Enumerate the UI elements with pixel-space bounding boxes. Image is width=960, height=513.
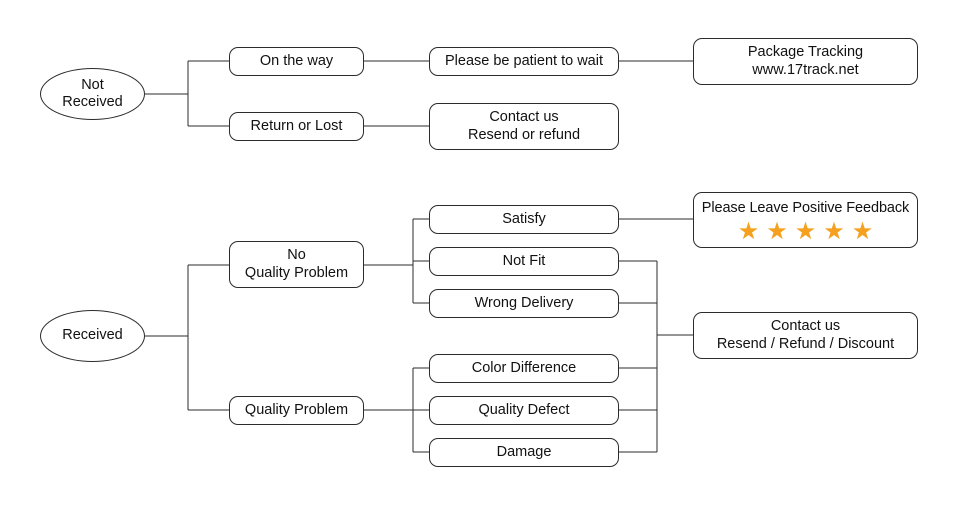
node-not-received-line2: Received: [62, 94, 123, 110]
node-quality-defect[interactable]: Quality Defect: [429, 396, 619, 425]
node-damage-label: Damage: [496, 443, 552, 460]
node-no-quality-problem-line2: Quality Problem: [244, 264, 349, 281]
node-not-received-line1: Not: [81, 76, 104, 93]
node-please-be-patient[interactable]: Please be patient to wait: [429, 47, 619, 76]
node-received[interactable]: Received: [40, 310, 145, 362]
node-package-tracking[interactable]: Package Tracking www.17track.net: [693, 38, 918, 85]
node-contact-discount-line1: Contact us: [770, 318, 841, 335]
node-quality-problem[interactable]: Quality Problem: [229, 396, 364, 425]
node-satisfy-label: Satisfy: [502, 210, 546, 227]
node-not-fit[interactable]: Not Fit: [429, 247, 619, 276]
node-color-difference[interactable]: Color Difference: [429, 354, 619, 383]
node-contact-discount-line2: Resend / Refund / Discount: [716, 335, 895, 352]
node-return-or-lost[interactable]: Return or Lost: [229, 112, 364, 141]
star-icon[interactable]: ★: [794, 218, 817, 246]
star-icon[interactable]: ★: [823, 218, 845, 246]
node-contact-resend-line1: Contact us: [489, 109, 559, 126]
node-wrong-delivery-label: Wrong Delivery: [474, 294, 574, 311]
node-on-the-way-label: On the way: [259, 52, 334, 69]
node-damage[interactable]: Damage: [429, 438, 619, 467]
node-contact-resend-line2: Resend or refund: [467, 126, 581, 143]
node-no-quality-problem-line1: No: [287, 247, 306, 264]
node-positive-feedback[interactable]: Please Leave Positive Feedback ★★★★★: [693, 192, 918, 248]
node-please-be-patient-label: Please be patient to wait: [445, 52, 603, 69]
node-color-difference-label: Color Difference: [471, 359, 577, 376]
node-contact-resend-refund-discount[interactable]: Contact us Resend / Refund / Discount: [693, 312, 918, 359]
node-not-fit-label: Not Fit: [502, 252, 546, 269]
node-wrong-delivery[interactable]: Wrong Delivery: [429, 289, 619, 318]
node-not-received[interactable]: Not Received: [40, 68, 145, 120]
node-package-tracking-line1: Package Tracking: [747, 44, 864, 61]
node-package-tracking-url: www.17track.net: [752, 61, 859, 78]
star-rating[interactable]: ★★★★★: [738, 220, 874, 244]
node-return-or-lost-label: Return or Lost: [250, 117, 343, 134]
node-no-quality-problem[interactable]: No Quality Problem: [229, 241, 364, 288]
star-icon[interactable]: ★: [766, 218, 788, 246]
node-satisfy[interactable]: Satisfy: [429, 205, 619, 234]
node-on-the-way[interactable]: On the way: [229, 47, 364, 76]
node-quality-problem-label: Quality Problem: [244, 401, 349, 418]
node-contact-resend-or-refund[interactable]: Contact us Resend or refund: [429, 103, 619, 150]
star-icon[interactable]: ★: [851, 218, 874, 246]
node-quality-defect-label: Quality Defect: [478, 401, 570, 418]
node-positive-feedback-label: Please Leave Positive Feedback: [701, 200, 910, 216]
star-icon[interactable]: ★: [737, 218, 760, 246]
node-received-label: Received: [62, 327, 123, 344]
